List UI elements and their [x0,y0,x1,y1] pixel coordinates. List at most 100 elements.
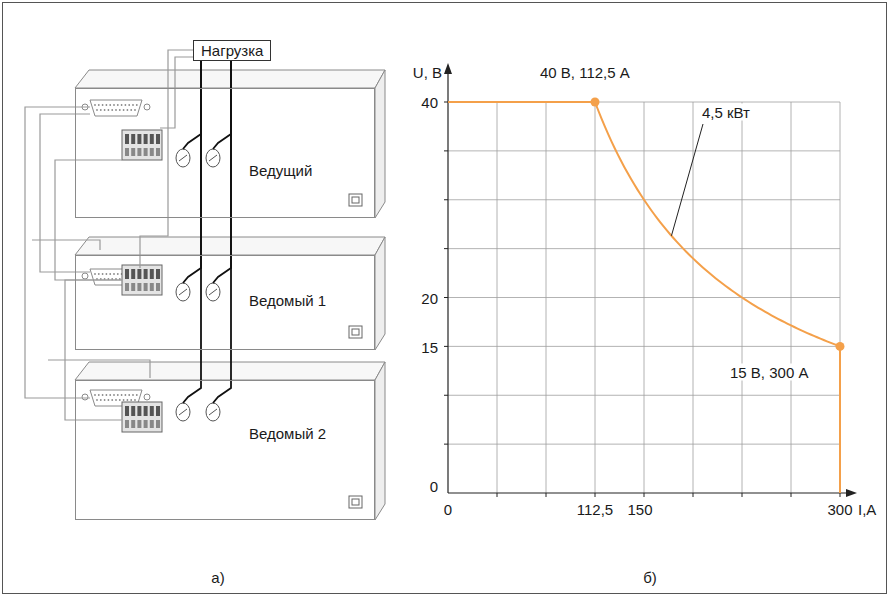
connector-pin [113,273,115,275]
terminal-slot [137,283,141,291]
mains-socket [349,326,362,338]
terminal-slot [144,269,148,279]
connector-pin [111,399,113,401]
grid-line [448,297,840,298]
connector-pin [96,399,98,401]
connector-pin [109,104,111,106]
control-cable [160,57,193,128]
terminal-slot [156,134,160,144]
terminal-slot [131,406,135,416]
terminal-slot [156,269,160,279]
terminal-slot [150,406,154,416]
unit-label: Ведущий [249,162,312,179]
connector-pin [134,109,136,111]
terminal-slot [125,148,129,156]
connector-pin [134,399,136,401]
power-wire [183,61,231,403]
control-cable [40,114,90,272]
connector-screw [82,273,88,279]
connector-pin [106,394,108,396]
connector-pin [132,394,134,396]
output-terminal [176,403,190,421]
control-cable [48,360,150,378]
connector-pin [125,394,127,396]
load-label: Нагрузка [201,42,263,59]
grid-line [791,102,792,493]
connector-pin [123,109,125,111]
connector-pin [108,399,110,401]
power-wire [183,61,231,283]
output-terminal [179,409,187,415]
connector-pin [115,399,117,401]
housing-top [75,70,385,88]
curve-annotation: 40 В, 112,5 А [538,64,632,81]
connector-pin [94,104,96,106]
terminal-slot [137,269,141,279]
terminal-slot [156,283,160,291]
control-cable [55,160,122,280]
output-terminal [176,149,190,167]
mains-socket [352,197,359,203]
terminal-slot [144,283,148,291]
connector-pin [115,109,117,111]
x-axis [448,492,850,493]
connector-pin [132,104,134,106]
housing-side [375,362,385,520]
control-cable [25,107,90,398]
housing-side [375,70,385,218]
unit-label: Ведомый 1 [249,292,326,309]
terminal-slot [125,283,129,291]
terminal-slot [150,420,154,428]
control-cable [32,240,100,250]
output-terminal [206,283,220,301]
control-cable [65,280,122,420]
output-terminal [176,283,190,301]
grid-line [448,150,840,151]
terminal-block [122,402,162,432]
axis-label: 150 [625,501,654,518]
terminal-slot [131,134,135,144]
power-supply [75,362,385,520]
connector-pin [117,273,119,275]
connector-pin [128,394,130,396]
terminal-slot [156,148,160,156]
curve-annotation: 15 В, 300 А [728,364,810,381]
terminal-slot [156,420,160,428]
housing-top [75,237,385,255]
terminal-slot [150,134,154,144]
terminal-slot [144,148,148,156]
terminal-block [122,130,162,160]
terminal-slot [125,406,129,416]
power-wire [183,61,231,149]
connector-pin [119,109,121,111]
terminal-slot [137,420,141,428]
load-box: Нагрузка [193,40,271,61]
terminal-slot [131,283,135,291]
terminal-slot [131,420,135,428]
leader-line [671,124,703,236]
housing-top [75,362,385,380]
axis-label: 0 [442,501,454,518]
connector-pin [104,109,106,111]
connector-pin [130,109,132,111]
terminal-slot [125,269,129,279]
output-terminal [209,155,217,161]
connector-pin [123,399,125,401]
connector-pin [128,104,130,106]
terminal-block [122,265,162,295]
control-cable [140,50,193,268]
connector-screw [82,394,88,400]
connector-pin [111,109,113,111]
connector-pin [113,394,115,396]
terminal-slot [131,148,135,156]
axis-label: I,A [856,501,878,518]
panel-caption: б) [641,569,659,586]
terminal-slot [144,406,148,416]
output-terminal [179,289,187,295]
connector-pin [100,399,102,401]
curve-point [591,98,600,107]
output-terminal [209,289,217,295]
connector-pin [94,394,96,396]
connector-pin [106,104,108,106]
connector-pin [104,399,106,401]
